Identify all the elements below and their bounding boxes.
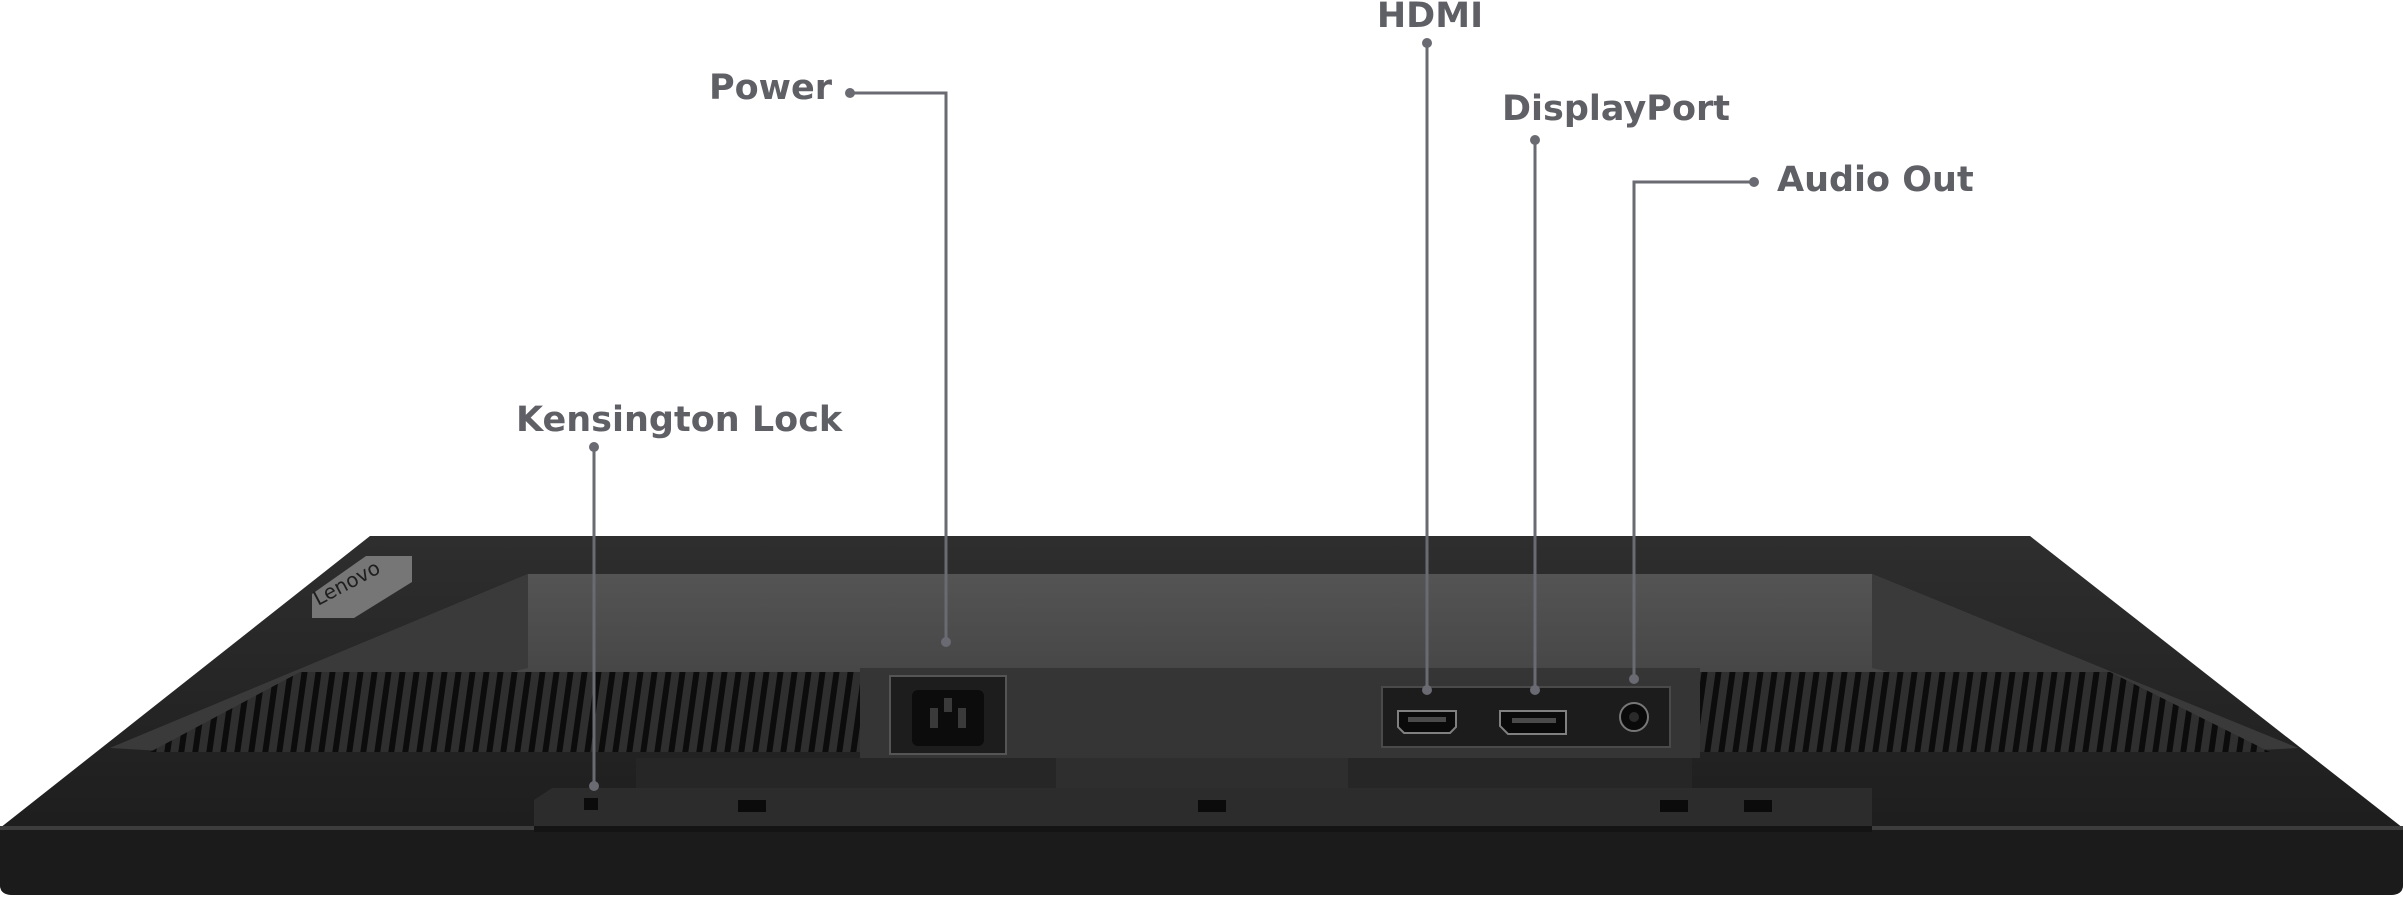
callout-audio-out: Audio Out xyxy=(1629,160,1974,684)
displayport-label: DisplayPort xyxy=(1502,89,1730,129)
left-slope-panel xyxy=(110,574,528,752)
callout-kensington-lock: Kensington Lock xyxy=(516,400,843,791)
bottom-bar-shadow xyxy=(534,826,1872,832)
monitor-back: Lenovo xyxy=(0,536,2403,895)
right-vent-grille xyxy=(1700,672,2270,752)
monitor-bottom-edge xyxy=(0,828,2403,895)
audio-out-label: Audio Out xyxy=(1777,160,1974,200)
power-socket xyxy=(889,675,1007,755)
hdmi-port xyxy=(1397,710,1457,734)
power-label: Power xyxy=(709,68,833,108)
displayport-port xyxy=(1499,710,1567,735)
callout-hdmi: HDMI xyxy=(1377,0,1483,695)
right-slope-panel xyxy=(1872,574,2298,752)
callout-displayport: DisplayPort xyxy=(1502,89,1730,695)
hdmi-label: HDMI xyxy=(1377,0,1483,36)
callout-power: Power xyxy=(709,68,951,647)
left-vent-grille xyxy=(150,672,860,752)
bottom-bar-slots xyxy=(584,798,1772,812)
kensington-lock-label: Kensington Lock xyxy=(516,400,843,440)
audio-out-jack xyxy=(1619,702,1649,732)
